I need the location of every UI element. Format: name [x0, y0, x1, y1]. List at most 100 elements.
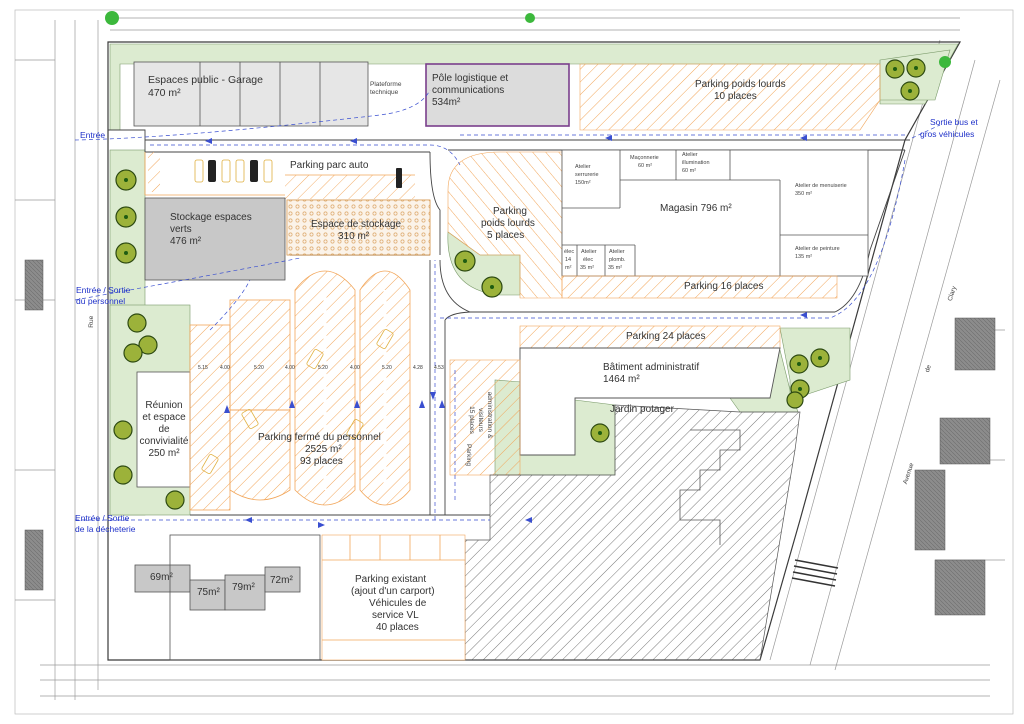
staff-entrance-label-1: Entrée / Sortie	[76, 285, 131, 295]
atelier-plomb-2: plomb.	[609, 257, 626, 263]
logistics-label-1: Pôle logistique et	[432, 73, 509, 84]
parking-personnel-1: Parking fermé du personnel	[258, 432, 381, 443]
reunion-4: convivialité	[139, 436, 189, 447]
bottom-buildings	[134, 534, 321, 661]
dimension-label: 5.15	[198, 365, 208, 371]
parc-auto-spaces	[285, 175, 415, 199]
atelier-elec-2: élec	[583, 257, 594, 263]
plateforme-label-2: technique	[370, 89, 399, 96]
peinture-2: 135 m²	[795, 254, 813, 260]
serrurerie-3: 150m²	[575, 180, 591, 186]
peinture-1: Atelier de peinture	[795, 246, 840, 252]
waste-entrance-label-1: Entrée / Sortie	[75, 513, 130, 523]
tree-icon	[105, 11, 951, 510]
site-boundary	[107, 41, 962, 661]
workshops	[561, 149, 869, 277]
parking-personnel-aisles	[323, 290, 387, 490]
garage-area: 470 m²	[148, 87, 181, 99]
entrance-label: Entrée	[80, 130, 106, 140]
maconnerie-2: 60 m²	[638, 163, 653, 169]
dimension-label: 4.00	[285, 365, 295, 371]
admin-label: Bâtiment administratif	[603, 362, 700, 373]
reunion-2: et espace	[142, 412, 186, 423]
illumination-2: illumination	[682, 160, 710, 166]
parking-personnel	[189, 270, 411, 511]
parking-existant-2: (ajout d'un carport)	[351, 586, 435, 597]
parking-admin-4: 15 places	[468, 406, 475, 434]
garage-building	[133, 61, 369, 127]
espace-stockage-area: 310 m²	[338, 231, 370, 242]
bus-exit-label-1: Sortie bus et	[930, 117, 978, 127]
parking-admin	[449, 359, 521, 476]
parking-existant-3: Véhicules de	[369, 598, 427, 609]
dimension-label: 4.53	[434, 365, 444, 371]
parking-existant-4: service VL	[372, 610, 419, 621]
plateforme-label-1: Plateforme	[370, 81, 402, 88]
serrurerie-1: Atelier	[575, 164, 591, 170]
illumination-1: Atelier	[682, 152, 698, 158]
reunion-area: 250 m²	[148, 448, 180, 459]
car-icon	[194, 159, 394, 474]
hl5-label-1: Parking	[493, 206, 527, 217]
logistics-area: 534m²	[432, 97, 461, 108]
hl5-label-2: poids lourds	[481, 218, 535, 229]
hl10-places: 10 places	[714, 91, 757, 102]
jardin-label: Jardin potager	[610, 404, 674, 415]
logistics-label-2: communications	[432, 85, 505, 96]
area-75: 75m²	[197, 587, 220, 598]
waste-entrance-label-2: de la décheterie	[75, 524, 136, 534]
staff-entrance-label-2: du personnel	[76, 296, 126, 306]
car-icon	[208, 160, 402, 188]
stockage-verts-label-2: verts	[170, 224, 192, 235]
stockage-verts-area: 476 m²	[170, 236, 202, 247]
hatched-zone	[464, 404, 801, 661]
parking-hl-5	[447, 151, 563, 299]
dimension-label: 4.28	[413, 365, 423, 371]
area-79: 79m²	[232, 582, 255, 593]
dimension-label: 5.20	[382, 365, 392, 371]
menuiserie-2: 350 m²	[795, 191, 813, 197]
maconnerie-1: Maçonnerie	[630, 155, 659, 161]
atelier-elec-1: Atelier	[581, 249, 597, 255]
parking-existant	[321, 534, 466, 661]
atelier-plomb-1: Atelier	[609, 249, 625, 255]
hl10-label: Parking poids lourds	[695, 79, 786, 90]
parking-personnel-3: 93 places	[300, 456, 343, 467]
elec-small-1: élec	[564, 249, 575, 255]
parking-hl-10	[579, 63, 881, 131]
parking-existant-1: Parking existant	[355, 574, 427, 585]
magasin-label: Magasin 796 m²	[660, 203, 732, 214]
logistics-building	[425, 63, 570, 127]
hl5-label-3: 5 places	[487, 230, 525, 241]
parking-16-label: Parking 16 places	[684, 281, 764, 292]
stockage-verts-building	[144, 197, 286, 281]
atelier-plomb-3: 35 m²	[608, 265, 623, 271]
illumination-3: 60 m²	[682, 168, 697, 174]
atelier-elec-3: 35 m²	[580, 265, 595, 271]
parking-existant-5: 40 places	[376, 622, 419, 633]
neighbour-buildings	[24, 259, 996, 616]
arrow-icon	[205, 135, 807, 528]
serrurerie-2: serrurerie	[575, 172, 599, 178]
parc-auto-label: Parking parc auto	[290, 160, 369, 171]
garage-label: Espaces public - Garage	[148, 74, 263, 86]
parking-personnel-2: 2525 m²	[305, 444, 342, 455]
admin-area: 1464 m²	[603, 374, 640, 385]
elec-small-2: 14	[565, 257, 572, 263]
bus-exit-label-2: gros véhicules	[920, 129, 975, 139]
parking-24-label: Parking 24 places	[626, 331, 706, 342]
area-72: 72m²	[270, 575, 293, 586]
menuiserie-1: Atelier de menuiserie	[795, 183, 847, 189]
crosswalk	[791, 559, 839, 587]
dimension-label: 5.20	[318, 365, 328, 371]
dimension-label: 4.00	[350, 365, 360, 371]
reunion-3: de	[158, 424, 170, 435]
espace-stockage-label: Espace de stockage	[311, 219, 402, 230]
dimension-label: 5.20	[254, 365, 264, 371]
reunion-1: Réunion	[145, 400, 183, 411]
street-label-rue: Rue	[88, 315, 96, 328]
dimension-label: 4.00	[220, 365, 230, 371]
parking-admin-2: administration &	[486, 391, 493, 439]
stockage-verts-label-1: Stockage espaces	[170, 212, 252, 223]
area-69: 69m²	[150, 572, 173, 583]
